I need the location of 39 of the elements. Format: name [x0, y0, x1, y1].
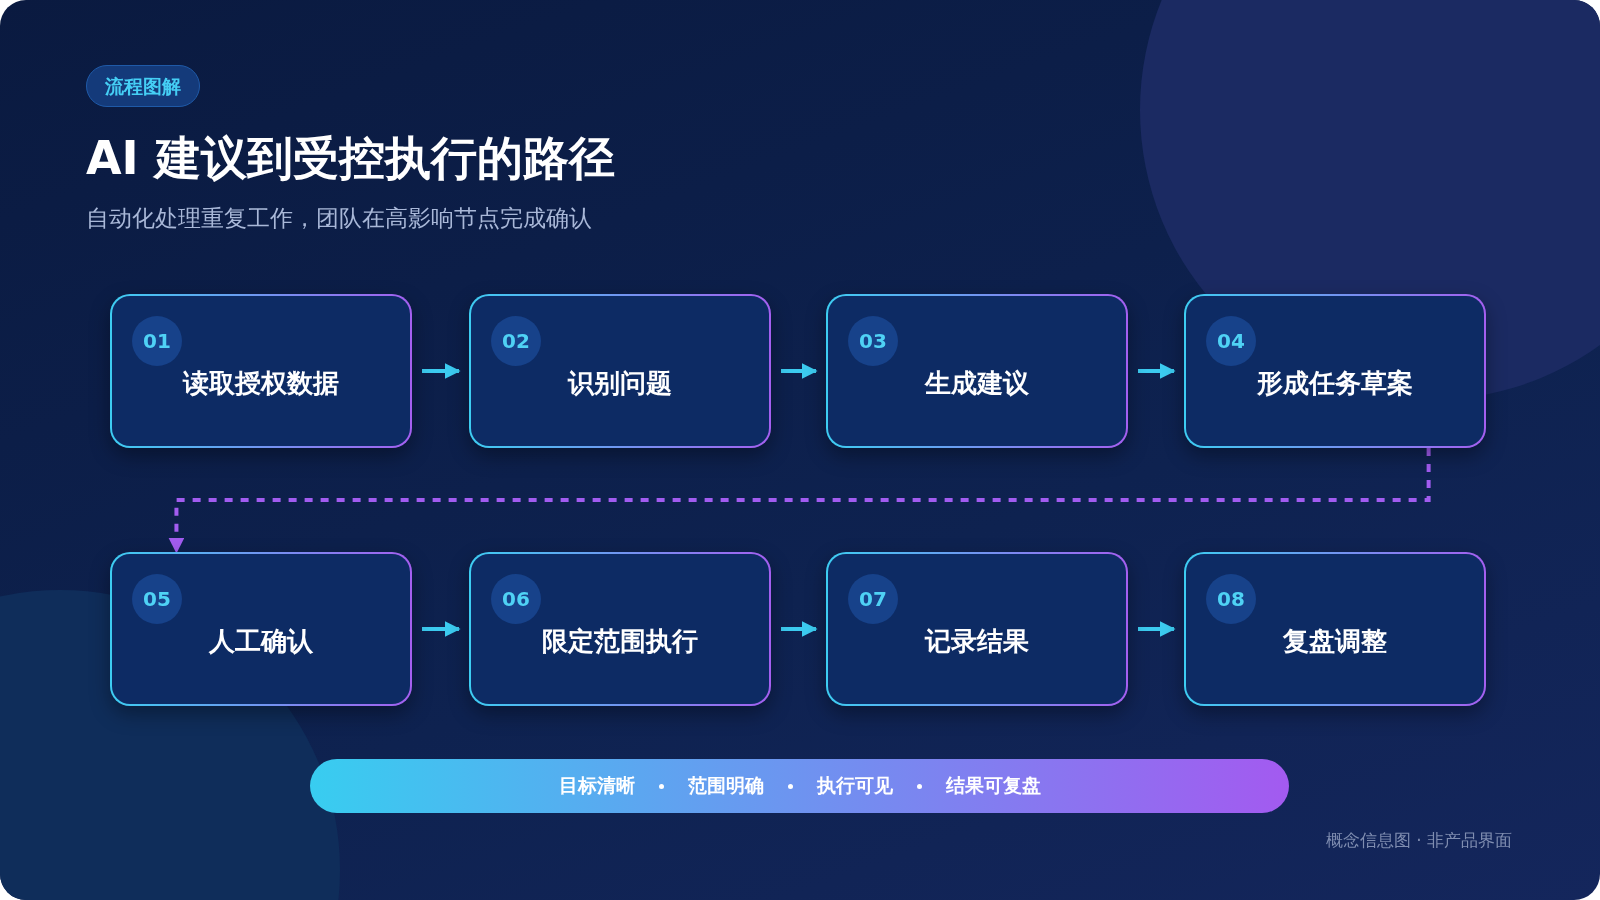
principle-text: 范围明确	[687, 773, 764, 798]
arrow	[781, 621, 818, 637]
step-card	[110, 294, 412, 448]
step-number: 08	[1206, 574, 1256, 624]
step-title: 读取授权数据	[181, 367, 340, 400]
step-card	[826, 552, 1128, 706]
arrow	[422, 363, 461, 379]
step-number: 02	[491, 316, 541, 366]
arrow	[422, 621, 461, 637]
footnote: 概念信息图 · 非产品界面	[1325, 829, 1512, 852]
step-card	[469, 294, 771, 448]
category-tag: 流程图解	[86, 65, 200, 107]
arrow	[1138, 621, 1176, 637]
arrow	[781, 363, 818, 379]
step-title: 形成任务草案	[1256, 367, 1414, 400]
step-card	[1184, 294, 1486, 448]
step-card	[110, 552, 412, 706]
step-number: 07	[848, 574, 898, 624]
arrow	[168, 448, 1431, 554]
step-number: 01	[132, 316, 182, 366]
step-number: 03	[848, 316, 898, 366]
subtitle: 自动化处理重复工作，团队在高影响节点完成确认	[86, 204, 592, 233]
step-title: 生成建议	[923, 367, 1030, 400]
principle-text: 执行可见	[816, 773, 893, 798]
step-title: 记录结果	[923, 625, 1030, 658]
arrow	[1138, 363, 1176, 379]
step-card	[826, 294, 1128, 448]
step-title: 人工确认	[208, 625, 314, 658]
step-card	[469, 552, 771, 706]
step-title: 复盘调整	[1282, 625, 1388, 658]
principle-text: 结果可复盘	[945, 773, 1041, 798]
step-number: 04	[1206, 316, 1256, 366]
principle-text: 目标清晰	[558, 773, 635, 798]
step-title: 限定范围执行	[541, 625, 699, 658]
step-number: 05	[132, 574, 182, 624]
step-title: 识别问题	[566, 367, 673, 400]
step-card	[1184, 552, 1486, 706]
step-number: 06	[491, 574, 541, 624]
title: AI 建议到受控执行的路径	[86, 130, 615, 187]
